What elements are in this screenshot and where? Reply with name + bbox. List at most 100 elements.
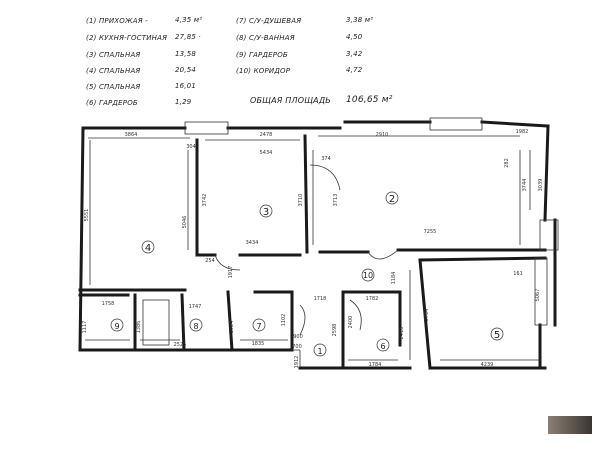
legend-name: КОРИДОР (253, 67, 291, 75)
legend-item-10: (10) КОРИДОР (236, 67, 290, 75)
dim-label: 900 (293, 334, 303, 340)
dim-label: 254 (205, 258, 215, 264)
dim-label: 282 (504, 158, 510, 168)
dim-label: 1102 (281, 314, 287, 327)
door-swing (299, 164, 362, 336)
dim-label: 3434 (246, 240, 259, 246)
dim-label: 1758 (102, 301, 115, 307)
legend-item-7: (7) С/У-ДУШЕВАЯ (236, 17, 301, 25)
legend-area-9: 3,42 (346, 50, 363, 58)
dimension-line (85, 339, 540, 361)
room-circle (376, 338, 390, 352)
legend-num: (8) (236, 34, 247, 42)
legend-name: ГАРДЕРОБ (98, 99, 138, 107)
dim-label: 1782 (366, 296, 379, 302)
legend-item-2: (2) КУХНЯ-ГОСТИНАЯ (86, 34, 167, 42)
legend-num: (9) (236, 51, 247, 59)
room-circle (490, 327, 504, 341)
legend-item-6: (6) ГАРДЕРОБ (86, 99, 138, 107)
legend-name: ПРИХОЖАЯ - (98, 17, 148, 25)
dim-label: 2598 (332, 324, 338, 337)
dimension-line (89, 140, 314, 285)
legend-item-9: (9) ГАРДЕРОБ (236, 51, 288, 59)
dimension-line (292, 349, 301, 368)
legend-num: (6) (86, 99, 97, 107)
thin-lines (85, 117, 559, 368)
dim-label: 7255 (424, 229, 437, 235)
room-number-1: 1 (317, 347, 322, 356)
dim-label: 700 (292, 344, 302, 350)
room-circle (259, 204, 273, 218)
room-number-2: 2 (389, 194, 395, 205)
dim-label: 1117 (82, 321, 88, 334)
dim-label: 5067 (535, 289, 541, 302)
wall (195, 138, 302, 257)
room-numbers: 4 3 2 10 5 9 8 7 1 6 (110, 191, 504, 357)
legend-name: С/У-ВАННАЯ (248, 34, 295, 42)
walls (78, 120, 557, 370)
total-area-value: 106,65 м² (346, 95, 393, 105)
dim-label: 1784 (369, 362, 382, 368)
dim-label: 2525 (174, 342, 187, 348)
legend-num: (10) (236, 67, 252, 75)
legend-item-3: (3) СПАЛЬНАЯ (86, 51, 141, 59)
wall (81, 120, 550, 130)
legend-item-4: (4) СПАЛЬНАЯ (86, 67, 141, 75)
door-swing (214, 249, 399, 271)
window (534, 257, 548, 326)
wall (78, 126, 85, 352)
dimension-line (409, 150, 531, 360)
legend-num: (3) (86, 51, 97, 59)
room-circle (110, 318, 124, 332)
dim-label: 161 (513, 271, 523, 277)
legend-area-7: 3,38 м² (346, 16, 374, 24)
legend-area-10: 4,72 (346, 66, 363, 74)
wall (303, 134, 309, 254)
wall (78, 288, 234, 352)
wall (133, 293, 186, 352)
room-number-3: 3 (263, 207, 269, 218)
dim-label: 1835 (252, 341, 265, 347)
wall (538, 124, 557, 367)
legend-item-8: (8) С/У-ВАННАЯ (236, 34, 295, 42)
legend-name: С/У-ДУШЕВАЯ (248, 17, 302, 25)
legend-item-5: (5) СПАЛЬНАЯ (86, 83, 141, 91)
legend-area-3: 13,58 (175, 50, 197, 58)
dim-label: 3039 (538, 179, 544, 192)
room-circle (141, 240, 155, 254)
room-circle (361, 268, 375, 282)
legend-area-8: 4,50 (346, 33, 363, 41)
dim-label: 1386 (136, 321, 142, 334)
dim-label: 3710 (298, 194, 304, 207)
wall (78, 348, 547, 370)
legend-name: СПАЛЬНАЯ (98, 83, 141, 91)
room-number-9: 9 (114, 322, 119, 331)
legend-num: (4) (86, 67, 97, 75)
room-number-10: 10 (363, 271, 373, 280)
dim-label: 3713 (333, 194, 339, 207)
dim-label: 304 (186, 144, 196, 150)
total-area-label: ОБЩАЯ ПЛОЩАДЬ (250, 96, 331, 105)
photo-edge-strip (548, 416, 592, 434)
dim-label: 1917 (228, 266, 234, 279)
dim-label: 1747 (189, 304, 202, 310)
dim-label: 3744 (522, 179, 528, 192)
room-circle (252, 318, 266, 332)
wall (341, 290, 402, 370)
room-number-6: 6 (380, 342, 385, 351)
legend-num: (1) (86, 17, 97, 25)
legend-area-1: 4,35 м² (175, 16, 203, 24)
room-number-5: 5 (494, 330, 500, 341)
dim-label: 1184 (391, 272, 397, 285)
legend-name: КУХНЯ-ГОСТИНАЯ (98, 34, 168, 42)
legend-area-2: 27,85 · (175, 33, 201, 41)
wall (418, 256, 547, 370)
dim-label: 5434 (260, 150, 273, 156)
legend-num: (7) (236, 17, 247, 25)
room-circle (189, 318, 203, 332)
dim-label: 2400 (348, 316, 354, 329)
room-circle (385, 191, 399, 205)
dim-label: 3864 (125, 132, 138, 138)
dimension-labels: 3864 2478 2910 1982 5551 5046 3742 3710 … (82, 129, 544, 368)
